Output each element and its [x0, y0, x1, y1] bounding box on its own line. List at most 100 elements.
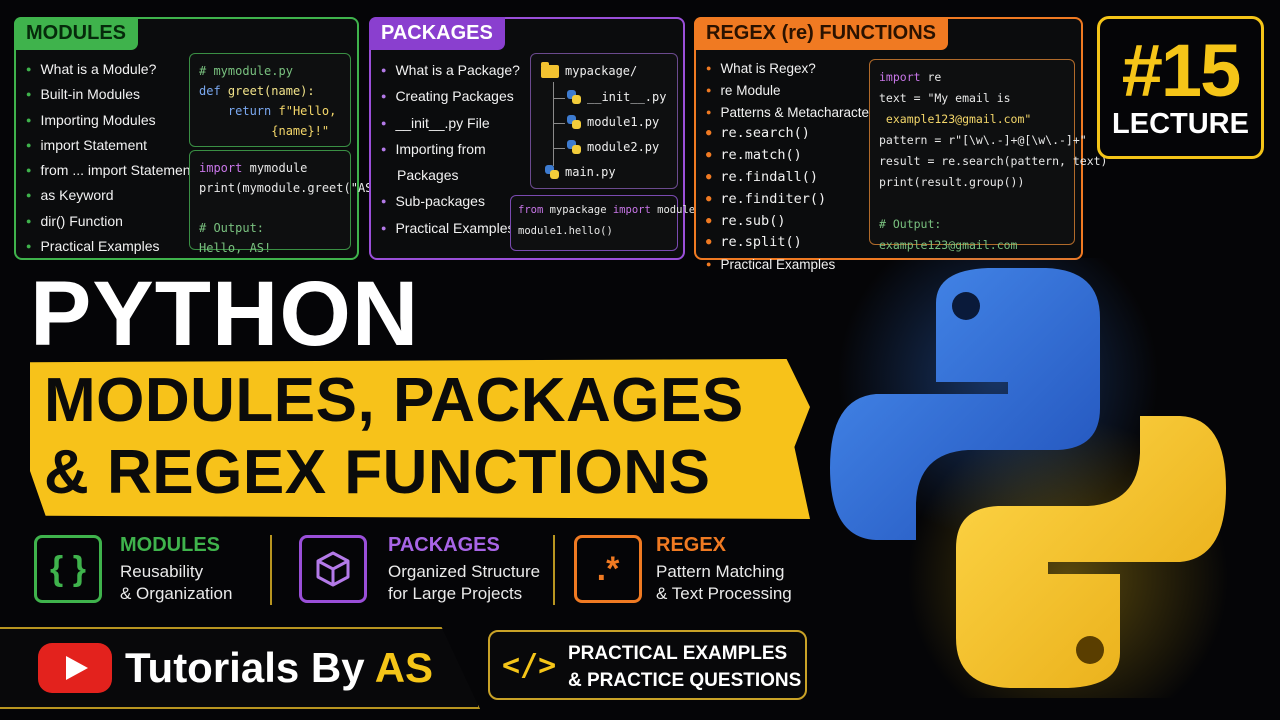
tree-file-label: main.py — [565, 165, 616, 179]
python-file-icon — [567, 140, 581, 154]
list-item: Sub-packages — [381, 189, 520, 215]
headline-banner — [30, 359, 810, 519]
list-item: re.split() — [706, 233, 880, 255]
regex-card-title: REGEX (re) FUNCTIONS — [694, 17, 949, 50]
list-item: What is a Module? — [26, 58, 195, 83]
code-keyword: return — [227, 104, 272, 118]
headline-line: MODULES, PACKAGES — [44, 366, 744, 435]
tree-file-label: module2.py — [587, 140, 660, 154]
code-string: f"Hello, — [278, 104, 337, 118]
python-logo — [830, 258, 1228, 698]
package-import-code: from mypackage import module1 module1.he… — [510, 195, 701, 251]
feature-desc-line: & Organization — [120, 584, 233, 603]
code-text-line: text = "My email is — [879, 91, 1011, 105]
code-string: {name}!" — [271, 124, 330, 138]
python-file-icon — [567, 90, 581, 104]
code-comment: # Output: — [199, 221, 265, 235]
braces-glyph: { } — [50, 549, 86, 588]
code-print: print(result.group()) — [879, 175, 1025, 189]
practice-line: PRACTICAL EXAMPLES — [568, 643, 788, 664]
regex-card: REGEX (re) FUNCTIONS What is Regex? re M… — [694, 17, 1107, 272]
tree-connector — [553, 148, 565, 149]
code-brackets-icon: </> — [502, 648, 557, 683]
tree-root: mypackage/ — [541, 61, 638, 78]
cube-icon — [299, 535, 367, 603]
code-keyword: import — [612, 204, 651, 216]
folder-icon — [541, 61, 559, 78]
tree-file: __init__.py — [567, 90, 666, 104]
list-item: Practical Examples — [26, 235, 195, 260]
tree-file: module2.py — [567, 140, 659, 154]
main-title: PYTHON — [30, 263, 420, 365]
tree-connector — [553, 98, 565, 99]
code-comment: # Output: — [879, 217, 942, 231]
regex-example-code: import re text = "My email is example123… — [869, 59, 1107, 252]
feature-desc: Pattern Matching & Text Processing — [656, 561, 792, 605]
logo-yellow-snake — [956, 416, 1226, 688]
feature-desc-line: Pattern Matching — [656, 562, 785, 581]
modules-card: MODULES What is a Module? Built-in Modul… — [14, 17, 394, 260]
code-keyword: import — [199, 161, 243, 175]
list-item: Importing from — [381, 137, 520, 163]
list-item: What is Regex? — [706, 59, 880, 81]
feature-desc-line: & Text Processing — [656, 584, 792, 603]
list-item: Practical Examples — [706, 255, 880, 277]
channel-name-text: Tutorials By — [125, 644, 365, 691]
list-item: from ... import Statement — [26, 159, 194, 184]
modules-topic-list: What is a Module? Built-in Modules Impor… — [26, 58, 195, 260]
module-definition-code: # mymodule.py def greet(name): return f"… — [189, 53, 351, 147]
regex-glyph: .* — [596, 549, 620, 588]
packages-card: PACKAGES What is a Package? Creating Pac… — [369, 17, 701, 260]
tree-file: module1.py — [567, 115, 659, 129]
logo-blue-snake — [830, 268, 1100, 540]
modules-card-title: MODULES — [14, 17, 138, 50]
feature-title: PACKAGES — [388, 534, 500, 556]
channel-name-highlight: AS — [374, 644, 434, 691]
feature-title: REGEX — [656, 534, 727, 556]
logo-eye — [952, 292, 980, 320]
feature-desc: Reusability & Organization — [120, 561, 232, 605]
python-file-icon — [567, 115, 581, 129]
list-item: Patterns & Metacharacters — [706, 103, 880, 125]
code-keyword: from — [518, 204, 544, 216]
list-item: __init__.py File — [381, 111, 520, 137]
braces-icon: { } — [34, 535, 102, 603]
tree-file-label: module1.py — [587, 115, 660, 129]
regex-icon: .* — [574, 535, 642, 603]
python-file-icon — [545, 165, 559, 179]
lecture-label: LECTURE — [1112, 108, 1249, 140]
code-module: mymodule — [249, 161, 308, 175]
divider — [553, 535, 555, 605]
tree-root-label: mypackage/ — [565, 64, 638, 78]
package-file-tree: mypackage/ __init__.py module1.py module… — [530, 53, 678, 189]
list-item: What is a Package? — [381, 58, 520, 84]
lecture-badge: #15 LECTURE — [1097, 16, 1264, 159]
list-item: Importing Modules — [26, 109, 195, 134]
code-output: example123@gmail.com — [879, 238, 1018, 252]
logo-eye — [1076, 636, 1104, 664]
list-item: re.findall() — [706, 168, 880, 190]
practice-box — [488, 630, 807, 700]
headline-line: & REGEX FUNCTIONS — [44, 438, 711, 507]
list-item: dir() Function — [26, 210, 195, 235]
list-item: Built-in Modules — [26, 83, 195, 108]
code-string: example123@gmail.com" — [879, 112, 1032, 126]
youtube-icon — [38, 643, 112, 693]
practice-line: & PRACTICE QUESTIONS — [568, 670, 802, 691]
list-item: Practical Examples — [381, 216, 520, 242]
packages-topic-list: What is a Package? Creating Packages __i… — [381, 58, 520, 242]
tree-file-label: __init__.py — [587, 90, 667, 104]
practice-text: PRACTICAL EXAMPLES & PRACTICE QUESTIONS — [568, 640, 801, 694]
list-item: as Keyword — [26, 184, 195, 209]
list-item: re Module — [706, 81, 880, 103]
code-result-line: result = re.search(pattern, text) — [879, 154, 1108, 168]
module-usage-code: import mymodule print(mymodule.greet("AS… — [189, 150, 394, 255]
list-item: Creating Packages — [381, 84, 520, 110]
feature-title: MODULES — [120, 534, 220, 556]
packages-card-title: PACKAGES — [369, 17, 505, 50]
code-package: mypackage — [549, 204, 607, 216]
list-item: re.finditer() — [706, 190, 880, 212]
list-item: re.match() — [706, 146, 880, 168]
list-item: re.search() — [706, 124, 880, 146]
list-item: re.sub() — [706, 212, 880, 234]
